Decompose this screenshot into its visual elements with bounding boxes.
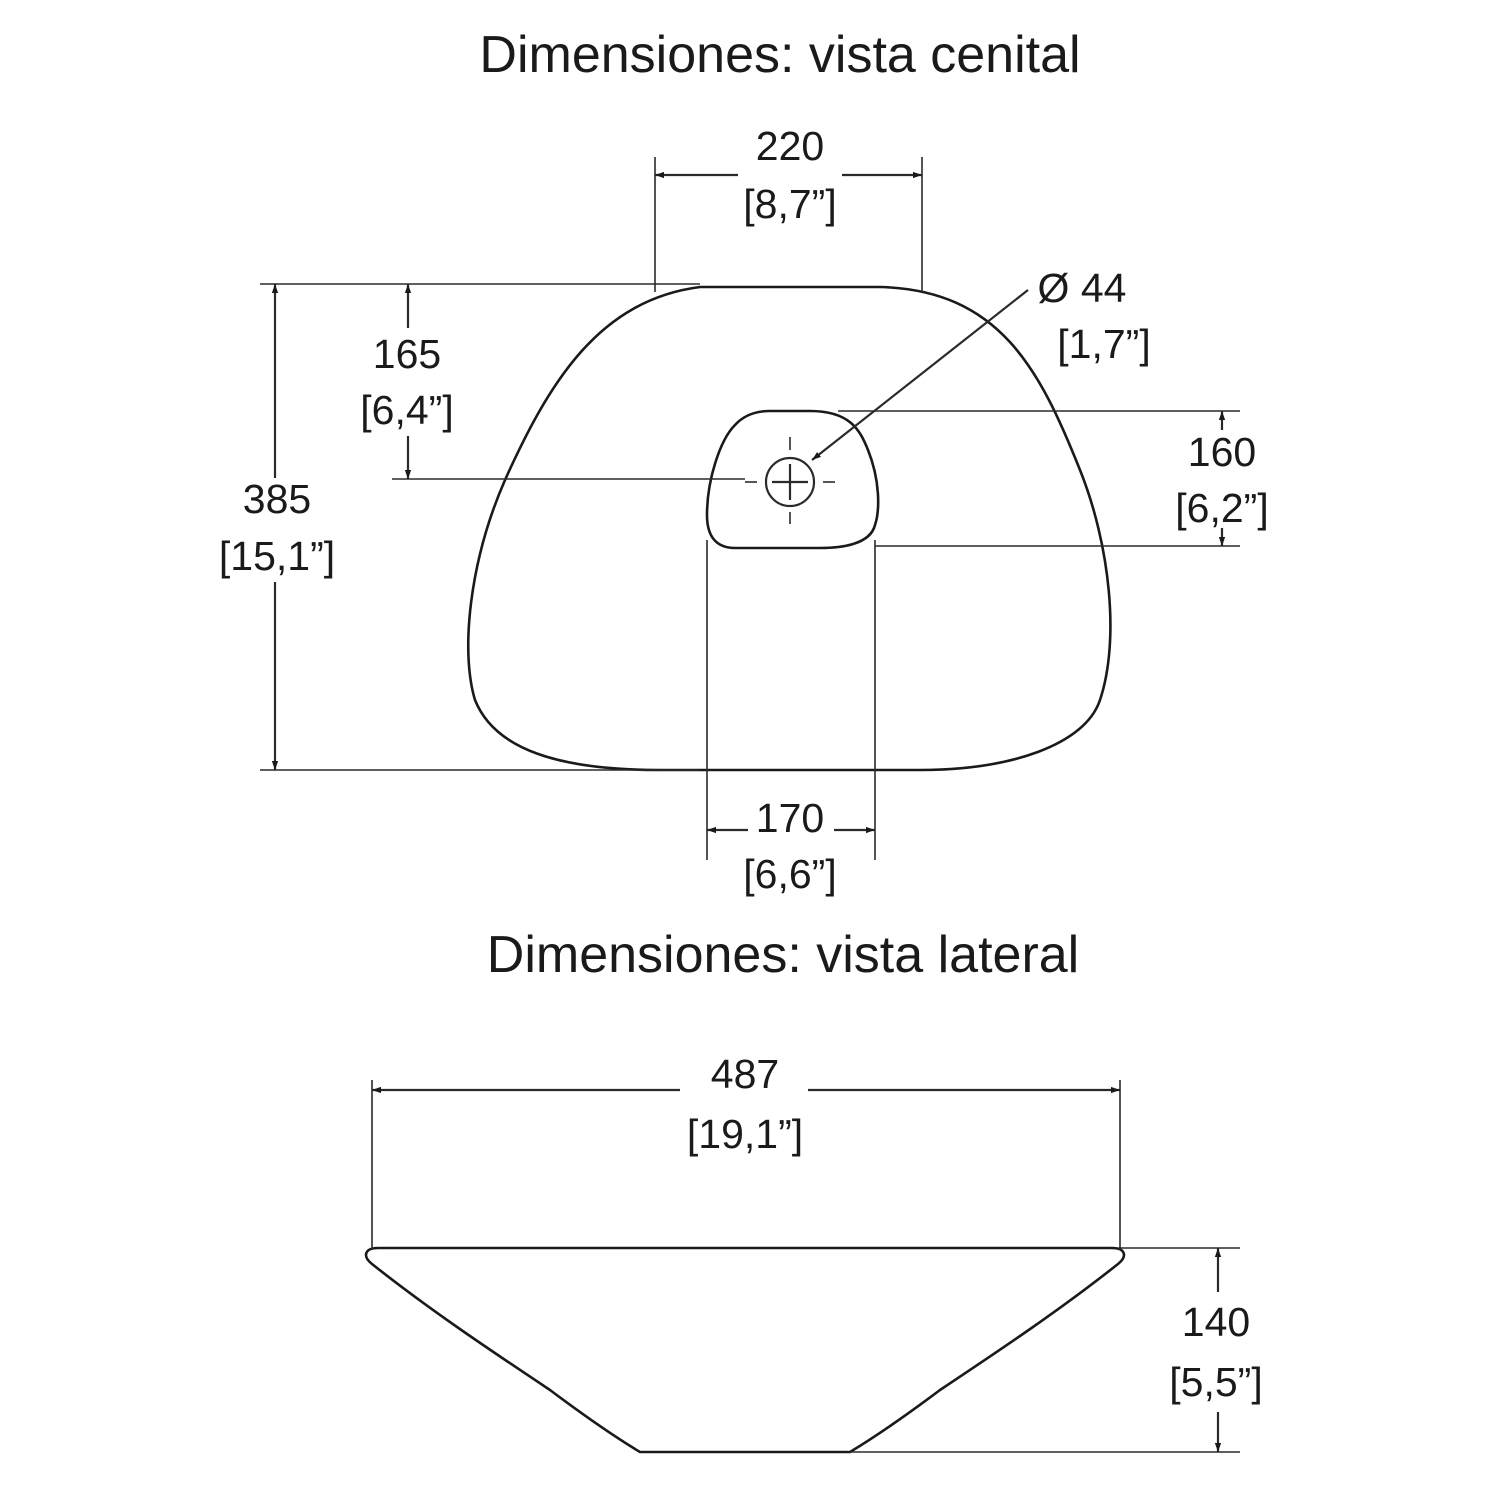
dim-44-inch: [1,7”] [1057, 321, 1150, 367]
top-view-title: Dimensiones: vista cenital [479, 26, 1080, 84]
dim-140-inch: [5,5”] [1169, 1359, 1262, 1405]
dim-385-mm: 385 [243, 476, 311, 522]
dim-160-gap [1168, 430, 1274, 528]
dim-165-inch: [6,4”] [360, 387, 453, 433]
dim-165-mm: 165 [373, 331, 441, 377]
dim-160-inch: [6,2”] [1175, 485, 1268, 531]
dim-220-inch: [8,7”] [743, 181, 836, 227]
dim-44-leader [811, 289, 1029, 461]
basin-outline-side [364, 1246, 1126, 1454]
top-view: 220 [8,7”] 385 [15,1”] 165 [6,4”] Ø 44 [… [212, 123, 1274, 897]
dim-487-inch: [19,1”] [687, 1111, 803, 1157]
dim-170-inch: [6,6”] [743, 851, 836, 897]
basin-outline-top [466, 285, 1112, 772]
dim-170-mm: 170 [756, 795, 824, 841]
dim-165-gap [352, 328, 460, 436]
dim-140-mm: 140 [1182, 1299, 1250, 1345]
dim-140-gap [1160, 1292, 1274, 1412]
dim-487-gap [680, 1068, 808, 1108]
drain-circle [764, 456, 816, 508]
drain-recess-outline [705, 409, 880, 550]
dim-487-mm: 487 [711, 1051, 779, 1097]
side-view-title: Dimensiones: vista lateral [487, 926, 1079, 984]
dim-220-mm: 220 [756, 123, 824, 169]
dim-385-gap [212, 478, 338, 582]
side-view: 487 [19,1”] 140 [5,5”] [364, 1051, 1274, 1454]
dim-44-mm: Ø 44 [1038, 265, 1127, 311]
dim-160-mm: 160 [1188, 429, 1256, 475]
dim-170-gap [748, 800, 834, 840]
dim-220-gap [738, 163, 842, 187]
dim-385-inch: [15,1”] [219, 533, 335, 579]
